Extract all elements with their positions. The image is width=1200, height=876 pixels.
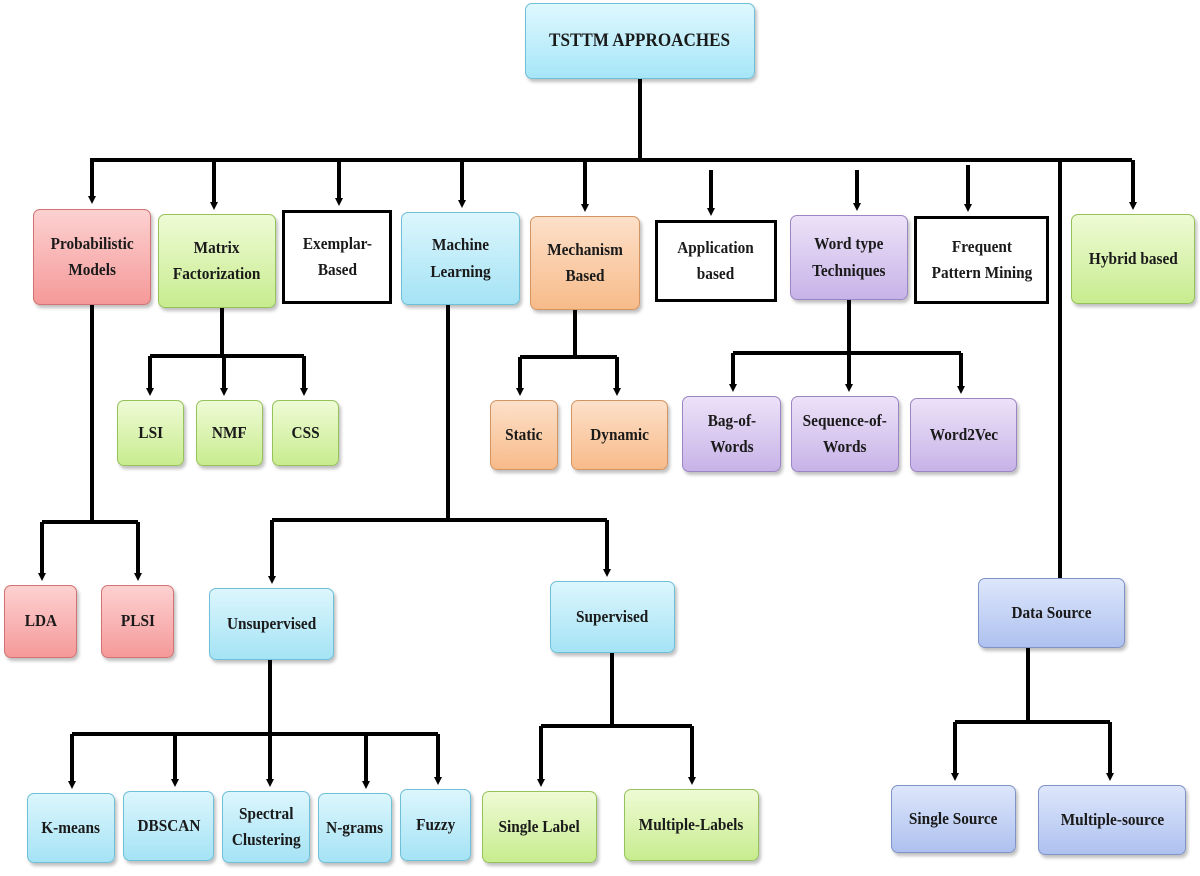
node-probabilistic-models: Probabilistic Models xyxy=(33,209,151,305)
node-word2vec: Word2Vec xyxy=(910,398,1017,472)
node-label: N-grams xyxy=(326,817,384,837)
node-label: Multiple-Labels xyxy=(639,814,744,834)
node-dbscan: DBSCAN xyxy=(123,791,214,861)
node-static: Static xyxy=(490,400,558,470)
node-lda: LDA xyxy=(4,585,77,658)
node-label: Single Source xyxy=(909,808,998,828)
node-word-type-techniques: Word type Techniques xyxy=(790,215,908,300)
node-kmeans: K-means xyxy=(27,793,115,863)
node-multiple-source: Multiple-source xyxy=(1038,785,1186,855)
node-fuzzy: Fuzzy xyxy=(400,789,471,861)
node-label: Matrix Factorization xyxy=(173,237,261,283)
node-label: DBSCAN xyxy=(137,815,200,835)
node-label: Static xyxy=(505,424,543,444)
node-bag-of-words: Bag-of- Words xyxy=(682,396,781,472)
node-label: Unsupervised xyxy=(226,613,317,633)
node-hybrid-based: Hybrid based xyxy=(1071,214,1195,304)
node-label: Fuzzy xyxy=(415,814,456,834)
root-label: TSTTM APPROACHES xyxy=(549,30,731,52)
node-root: TSTTM APPROACHES xyxy=(525,3,755,79)
node-spectral-clustering: Spectral Clustering xyxy=(222,791,310,863)
node-label: NMF xyxy=(212,422,247,442)
node-dynamic: Dynamic xyxy=(571,400,668,470)
node-single-source: Single Source xyxy=(891,785,1016,853)
node-mechanism-based: Mechanism Based xyxy=(530,216,640,310)
node-label: K-means xyxy=(41,817,101,837)
node-label: Spectral Clustering xyxy=(231,803,301,849)
node-label: Machine Learning xyxy=(430,235,491,281)
node-label: Word2Vec xyxy=(929,424,998,444)
node-multiple-labels: Multiple-Labels xyxy=(624,789,759,861)
node-nmf: NMF xyxy=(196,400,263,466)
node-label: Multiple-source xyxy=(1060,809,1164,829)
node-machine-learning: Machine Learning xyxy=(401,212,520,305)
node-label: LDA xyxy=(24,611,57,631)
node-plsi: PLSI xyxy=(101,585,174,658)
node-label: Application based xyxy=(677,237,755,283)
node-label: Word type Techniques xyxy=(812,234,886,280)
node-css: CSS xyxy=(272,400,339,466)
node-data-source: Data Source xyxy=(978,578,1125,648)
node-supervised: Supervised xyxy=(550,581,675,653)
node-single-label: Single Label xyxy=(482,791,597,863)
node-label: Data Source xyxy=(1011,602,1092,622)
node-unsupervised: Unsupervised xyxy=(209,588,334,660)
node-label: Probabilistic Models xyxy=(50,233,134,279)
node-label: PLSI xyxy=(120,611,155,631)
node-sequence-of-words: Sequence-of- Words xyxy=(791,396,899,472)
node-ngrams: N-grams xyxy=(318,793,392,863)
node-exemplar-based: Exemplar- Based xyxy=(282,210,392,304)
node-application-based: Application based xyxy=(655,220,777,302)
node-label: Frequent Pattern Mining xyxy=(931,236,1032,282)
node-label: Bag-of- Words xyxy=(707,410,756,456)
node-label: Single Label xyxy=(498,816,581,836)
node-label: Supervised xyxy=(576,606,649,626)
node-label: Sequence-of- Words xyxy=(802,410,888,456)
node-label: LSI xyxy=(138,422,163,442)
node-label: Mechanism Based xyxy=(547,239,623,285)
node-lsi: LSI xyxy=(117,400,184,466)
node-frequent-pattern-mining: Frequent Pattern Mining xyxy=(914,216,1049,304)
node-label: CSS xyxy=(291,422,320,442)
node-matrix-factorization: Matrix Factorization xyxy=(158,214,276,308)
node-label: Dynamic xyxy=(590,424,649,444)
node-label: Exemplar- Based xyxy=(302,233,372,279)
node-label: Hybrid based xyxy=(1088,248,1178,268)
